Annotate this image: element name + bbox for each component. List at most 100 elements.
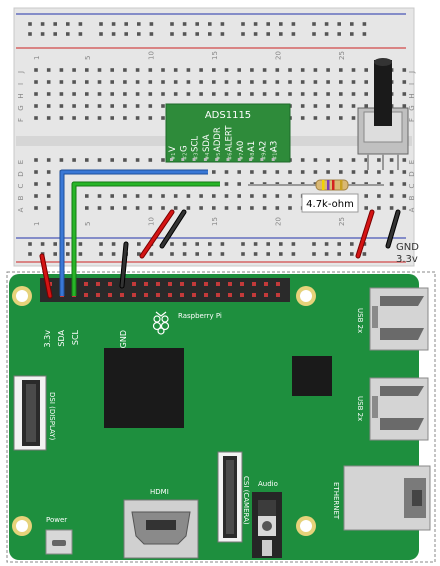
rail-hole [324,252,329,256]
rail-hole [350,242,354,246]
breadboard-hole [97,116,102,120]
usb-1-slot-bottom [380,328,424,340]
breadboard-hole [288,80,292,84]
rail-hole [28,22,32,26]
rail-hole [253,242,258,246]
wire-adc-vcc [140,210,174,258]
row-letter: E [408,160,416,164]
breadboard-hole [199,92,203,96]
audio-tip [262,540,272,556]
column-number: 15 [211,217,219,226]
breadboard-hole [212,68,216,72]
gpio-pin [276,282,280,286]
rail-hole [28,252,32,256]
rail-hole [40,242,45,246]
breadboard-hole [313,80,318,84]
column-number: 25 [338,217,346,226]
column-number: 1 [33,56,41,60]
rail-hole [182,252,187,256]
breadboard-hole [212,92,216,96]
row-letter: G [408,105,416,110]
adc-pin-header [215,158,219,161]
adc-pin-header [181,158,185,161]
rail-hole [253,32,258,36]
adc-pin-label: ALERT [225,125,235,152]
gpio-header [40,278,290,302]
rail-hole [241,242,245,246]
row-letter: A [17,207,25,212]
breadboard-hole [250,68,254,72]
breadboard-hole [364,194,368,198]
row-letter: E [17,160,25,164]
rail-hole [291,242,296,246]
breadboard-hole [339,170,343,174]
rail-hole [220,22,225,26]
gpio-pin [168,282,172,286]
breadboard-hole [275,92,280,96]
rail-hole [53,252,57,256]
gpio-pin [192,293,196,297]
breadboard-hole [85,92,89,96]
rail-hole [40,22,45,26]
mounting-hole-center [300,520,312,532]
usb-port-1 [369,287,429,351]
breadboard-hole [224,170,229,174]
breadboard-hole [186,68,191,72]
breadboard-hole [123,206,127,210]
breadboard-hole [46,206,51,210]
rail-hole [337,242,341,246]
breadboard-hole [300,158,305,162]
rail-hole [362,22,367,26]
breadboard-hole [148,116,153,120]
rail-hole [66,22,70,26]
rail-hole [362,32,367,36]
rail-hole [195,32,199,36]
adc-pin-header [260,158,264,161]
row-letter: C [408,183,416,188]
breadboard-hole [85,80,89,84]
rail-hole [182,32,187,36]
breadboard-hole [326,104,330,108]
dsi-contacts [26,384,36,442]
breadboard-hole [300,116,305,120]
rail-hole [170,32,174,36]
breadboard-hole [300,170,305,174]
rail-hole [137,32,141,36]
rail-hole [291,22,296,26]
breadboard-hole [34,194,38,198]
raspberry-pi-board: Raspberry Pi DSI (DISPLAY) CSI (CAMERA) … [6,271,436,563]
breadboard-hole [148,206,153,210]
adc-pin-label: A1 [247,141,257,152]
breadboard-hole [275,80,280,84]
ads1115-pins: #1V#2G#3SCL#4SDA#5ADDR#6ALERT#7A0#8A1#9A… [168,125,280,161]
lan-chip [292,356,332,396]
gpio-pin [252,282,256,286]
rail-hole [66,242,70,246]
breadboard-hole [212,170,216,174]
soc-chip [104,348,184,428]
adc-pin-header [203,158,207,161]
breadboard-hole [46,92,51,96]
usb-2-slot-bottom [380,418,424,430]
breadboard-hole [161,104,165,108]
breadboard-hole [224,206,229,210]
adc-pin-number: #4 [205,153,211,160]
breadboard-hole [161,194,165,198]
breadboard-hole [389,158,394,162]
row-letter: B [408,195,416,200]
breadboard-hole [237,206,241,210]
mounting-hole-center [300,290,312,302]
csi-contacts [226,460,234,534]
rail-hole [312,242,316,246]
breadboard-hole [250,170,254,174]
breadboard-hole [402,92,407,96]
adc-pin-label: SCL [191,136,201,152]
breadboard-hole [313,170,318,174]
adc-pin-label: A3 [270,141,280,152]
usb-1-slot-top [380,296,424,306]
rail-hole [220,252,225,256]
pin-label-gnd: GND [119,330,128,348]
rail-hole [241,22,245,26]
gpio-pin [240,293,244,297]
